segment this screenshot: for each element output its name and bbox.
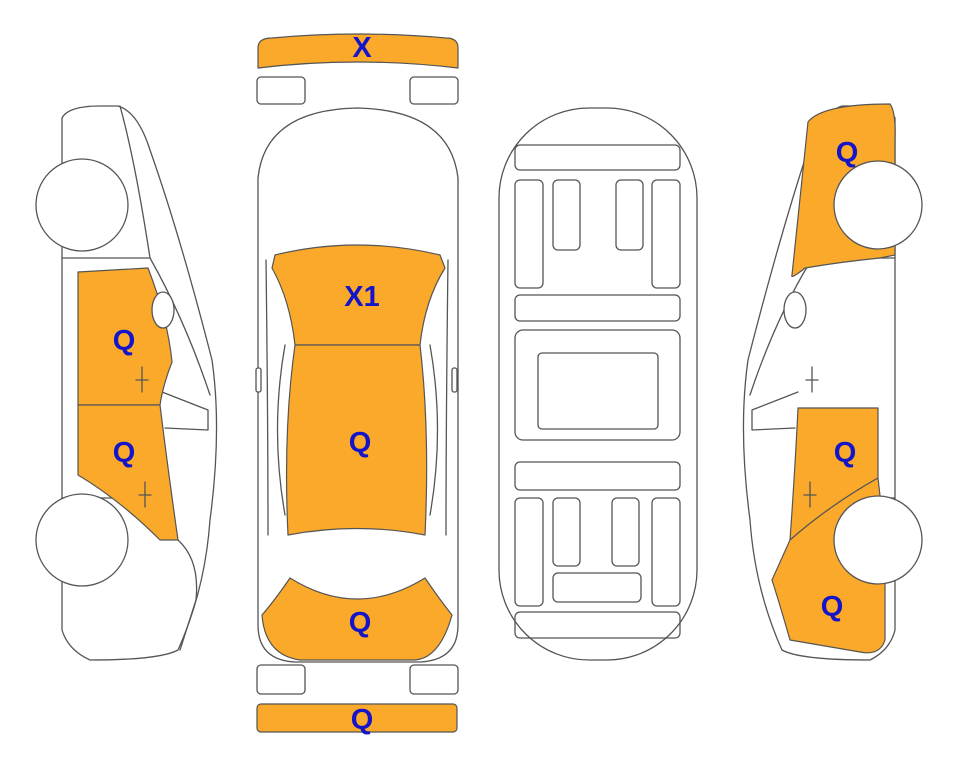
front-right-light [409, 76, 459, 105]
roof-zone [285, 344, 428, 536]
underside-view [498, 107, 698, 661]
trunk-zone [261, 577, 453, 661]
left-front-door-zone [77, 267, 173, 406]
right-rear-door-label: Q [834, 437, 857, 469]
left-side-view: Q Q [35, 105, 218, 661]
left-rear-wheel [35, 493, 129, 587]
trunk-label: Q [349, 607, 372, 639]
right-front-fender-label: Q [836, 137, 859, 169]
right-front-wheel [833, 160, 923, 250]
right-top-mirror [451, 367, 458, 393]
hood-label: X1 [344, 281, 379, 313]
roof-label: Q [349, 427, 372, 459]
left-front-door-label: Q [113, 325, 136, 357]
right-rear-wheel [833, 495, 923, 585]
left-front-wheel [35, 158, 129, 252]
right-mirror [783, 291, 807, 329]
right-rear-quarter-label: Q [821, 591, 844, 623]
top-view: X X1 Q Q Q [255, 32, 459, 736]
right-side-view: Q Q Q [742, 103, 923, 661]
rear-left-light [256, 664, 306, 695]
front-bumper-zone [257, 33, 459, 69]
hood-zone [271, 244, 446, 346]
left-rear-door-label: Q [113, 437, 136, 469]
left-mirror [151, 291, 175, 329]
rear-bumper-label: Q [351, 704, 374, 736]
rear-bumper-zone [256, 703, 458, 733]
front-left-light [256, 76, 306, 105]
rear-right-light [409, 664, 459, 695]
left-rear-door-zone [77, 404, 179, 541]
left-top-mirror [255, 367, 262, 393]
front-bumper-label: X [352, 32, 372, 64]
